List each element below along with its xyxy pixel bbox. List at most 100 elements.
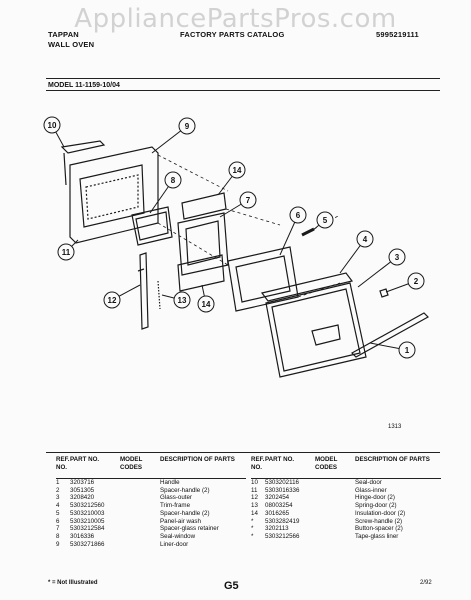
- model-code-cell: [120, 494, 160, 502]
- glass-retainer-part: [177, 212, 229, 276]
- model-code-cell: [120, 502, 160, 510]
- ref-cell: 12: [251, 494, 258, 502]
- door-liner-part: [69, 146, 159, 244]
- ref-cell: 5: [56, 509, 60, 517]
- outer-glass-part: [265, 282, 367, 378]
- ref-cell: 11: [251, 486, 258, 494]
- model-code-cell: [120, 479, 160, 487]
- description-cell: Trim-frame: [160, 502, 191, 510]
- header-ref: REF. NO.: [56, 456, 70, 471]
- model-rule: [46, 90, 440, 91]
- door-seal-part: [60, 140, 106, 154]
- parts-table-right: REF. NO. PART NO. MODEL CODES DESCRIPTIO…: [251, 456, 441, 541]
- model-code-cell: [315, 510, 355, 518]
- callout-number: 11: [62, 248, 71, 257]
- ref-cell: 6: [56, 517, 60, 525]
- description-cell: Liner-door: [160, 540, 189, 548]
- panel-air-wash-part: [235, 255, 291, 303]
- ref-cell: 1: [56, 479, 60, 486]
- description-cell: Glass-outer: [160, 494, 192, 502]
- part-number-cell: 5303210003: [70, 509, 105, 517]
- callout-circle: [398, 341, 416, 359]
- model-code-cell: [120, 510, 160, 518]
- ref-cell: 2: [56, 486, 60, 494]
- model-code-cell: [315, 518, 355, 526]
- ref-cell: 14: [251, 509, 258, 517]
- ref-cell: 3: [56, 494, 60, 502]
- footnote: * = Not Illustrated: [48, 580, 98, 586]
- explode-line: [157, 154, 341, 298]
- callout-circle: [197, 295, 215, 313]
- description-cell: Spring-door (2): [355, 502, 397, 510]
- callout-circle: [178, 117, 196, 135]
- insulation-part: [177, 254, 225, 292]
- description-cell: Spacer-handle (2): [160, 486, 210, 494]
- table-header: REF. NO. PART NO. MODEL CODES DESCRIPTIO…: [251, 456, 441, 479]
- hinge-part: [137, 268, 145, 272]
- part-number-cell: 3202113: [265, 525, 289, 533]
- model-code-cell: [120, 518, 160, 526]
- brand-name: TAPPAN: [48, 30, 79, 39]
- part-number-cell: 3208420: [70, 494, 95, 502]
- spring-part: [157, 280, 161, 310]
- callout-number: 12: [108, 296, 117, 305]
- header-rule: [46, 78, 440, 79]
- part-number-cell: 5303016336: [265, 486, 300, 494]
- ref-cell: *: [251, 517, 254, 525]
- callout-number: 2: [414, 277, 419, 286]
- callout-number: 13: [178, 296, 187, 305]
- description-cell: Glass-inner: [355, 486, 387, 494]
- model-code-cell: [315, 479, 355, 487]
- description-cell: Handle: [160, 479, 180, 486]
- outer-glass-part: [311, 324, 341, 346]
- model-code-cell: [315, 525, 355, 533]
- callout-circle: [356, 230, 374, 248]
- watermark: AppliancePartsPros.com: [74, 4, 397, 34]
- callout-circle: [289, 206, 307, 224]
- header-desc: DESCRIPTION OF PARTS: [355, 456, 430, 463]
- handle-part: [351, 312, 429, 358]
- ref-cell: 10: [251, 479, 258, 486]
- header-desc: DESCRIPTION OF PARTS: [160, 456, 235, 463]
- callout-circle: [239, 191, 257, 209]
- callout-circle: [388, 248, 406, 266]
- part-number-cell: 5303202116: [265, 479, 299, 486]
- parts-rows-right: 10 5303202116 Seal-door 11 5303016336 Glass-i…: [251, 479, 441, 541]
- part-number-cell: 5303210005: [70, 517, 105, 525]
- window-seal-part: [135, 211, 169, 241]
- ref-cell: 9: [56, 540, 60, 548]
- description-cell: Hinge-door (2): [355, 494, 395, 502]
- catalog-title: FACTORY PARTS CATALOG: [180, 30, 285, 39]
- model-code-cell: [120, 487, 160, 495]
- description-cell: Panel-air wash: [160, 517, 201, 525]
- header-code: MODEL CODES: [120, 456, 143, 471]
- header-ref: REF. NO.: [251, 456, 265, 471]
- part-number-cell: 3051305: [70, 486, 95, 494]
- part-number-cell: 08003254: [265, 502, 293, 510]
- description-cell: Seal-window: [160, 532, 196, 540]
- handle-spacer-part: [379, 288, 389, 298]
- header-code: MODEL CODES: [315, 456, 338, 471]
- model-code-cell: [120, 541, 160, 549]
- door-liner-window: [79, 164, 145, 228]
- date-code: 2/92: [420, 580, 432, 586]
- table-row: 11 5303016336 Glass-inner: [251, 487, 441, 495]
- callout-circle: [407, 272, 425, 290]
- catalog-number: 5995219111: [376, 30, 419, 39]
- product-type: WALL OVEN: [48, 40, 95, 49]
- part-number-cell: 5303212560: [70, 502, 105, 510]
- table-row: 6 5303210005 Panel-air wash: [56, 518, 246, 526]
- description-cell: Spacer-glass retainer: [160, 525, 219, 533]
- callout-circle: [228, 161, 246, 179]
- callout-number: 10: [48, 121, 57, 130]
- callout-circle: [43, 116, 61, 134]
- part-number-cell: 3016336: [70, 532, 95, 540]
- description-cell: Seal-door: [355, 479, 382, 486]
